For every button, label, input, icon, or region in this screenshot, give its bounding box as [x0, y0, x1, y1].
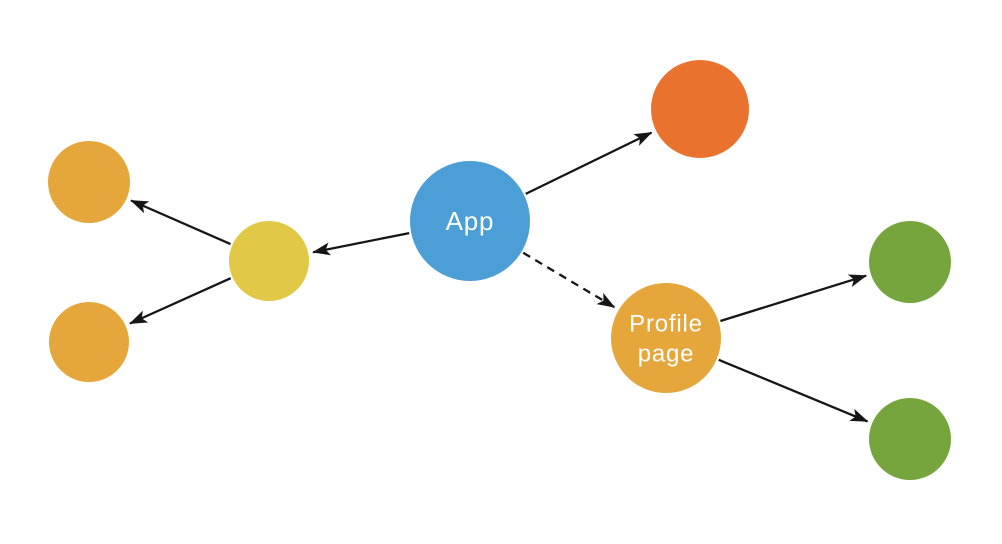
edge-yellow-to-orange-bottom-left-arrow: [129, 277, 232, 325]
node-green-top: [869, 221, 951, 303]
node-app: [410, 161, 530, 281]
node-orange-bottom-left: [49, 302, 129, 382]
edge-app-to-yellow-arrow: [312, 231, 410, 256]
edge-yellow-to-orange-top-left-arrow: [130, 199, 231, 246]
node-top-right: [651, 60, 749, 158]
node-profile-page: [611, 283, 721, 393]
node-green-bottom: [869, 398, 951, 480]
edge-app-to-profile-page-dashed-arrow: [522, 251, 616, 309]
node-orange-top-left: [48, 141, 130, 223]
edge-app-to-top-right-arrow: [525, 131, 653, 195]
edge-profile-page-to-green-top-arrow: [720, 274, 868, 323]
node-app-label: App: [446, 206, 495, 236]
edge-profile-page-to-green-bottom-arrow: [718, 358, 869, 423]
edges-layer: [129, 131, 869, 423]
node-yellow: [229, 221, 309, 301]
